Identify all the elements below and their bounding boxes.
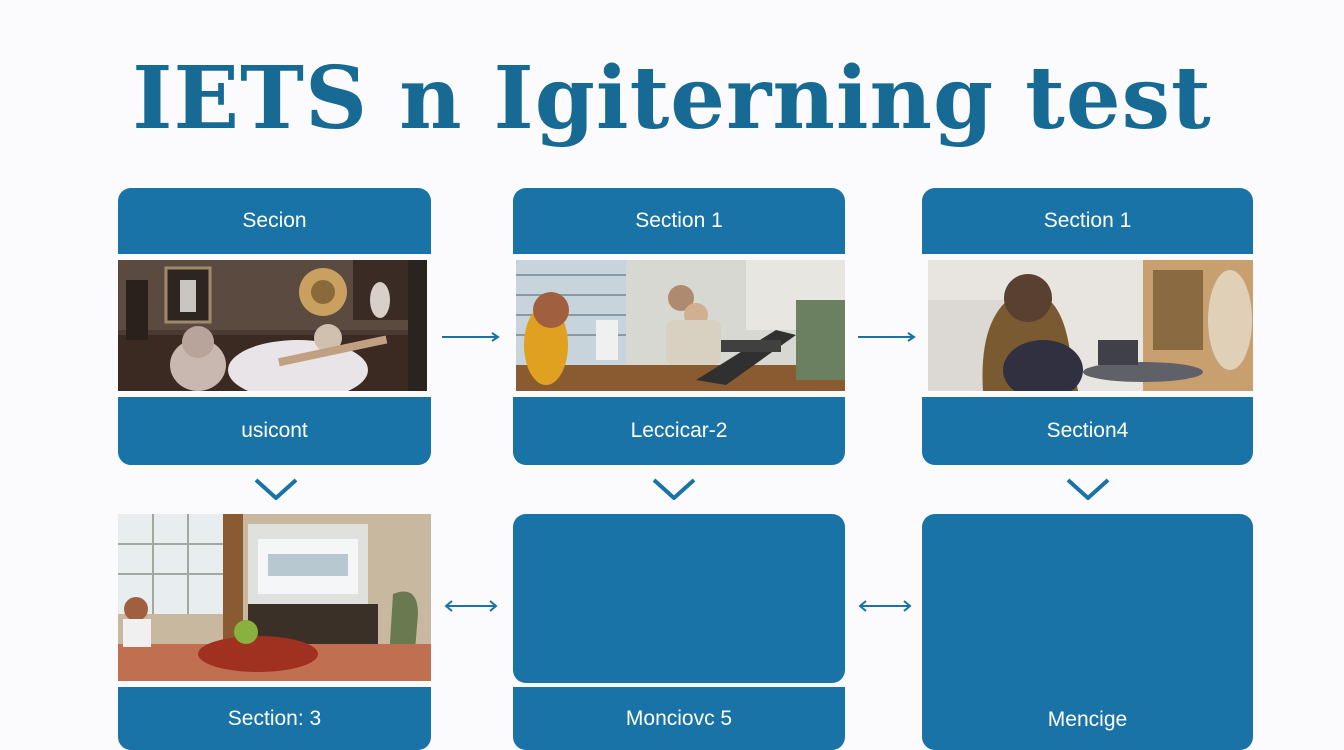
card-1-header: Secion [118, 188, 431, 254]
double-arrow-connector-2 [858, 600, 912, 612]
card-4-photo [118, 514, 431, 681]
card-6-panel [922, 514, 1253, 750]
card-2-header: Section 1 [513, 188, 845, 254]
double-arrow-connector-1 [444, 600, 498, 612]
arrow-right-connector-1 [442, 332, 500, 342]
chevron-down-icon [1066, 478, 1110, 500]
card-2-footer: Leccicar-2 [513, 397, 845, 465]
card-4-footer: Section: 3 [118, 687, 431, 750]
card-5-panel [513, 514, 845, 683]
card-6-footer: Mencige [1047, 708, 1128, 731]
chevron-down-icon [652, 478, 696, 500]
card-2-photo [516, 260, 845, 391]
card-1-footer: usicont [118, 397, 431, 465]
card-3-footer: Section4 [922, 397, 1253, 465]
card-3-photo [928, 260, 1253, 391]
card-1-photo [118, 260, 427, 391]
card-5-footer: Monciovc 5 [513, 687, 845, 750]
chevron-down-icon [254, 478, 298, 500]
card-3-header: Section 1 [922, 188, 1253, 254]
page-title: IETS n Igiterning test [132, 48, 1212, 149]
arrow-right-connector-2 [858, 332, 916, 342]
